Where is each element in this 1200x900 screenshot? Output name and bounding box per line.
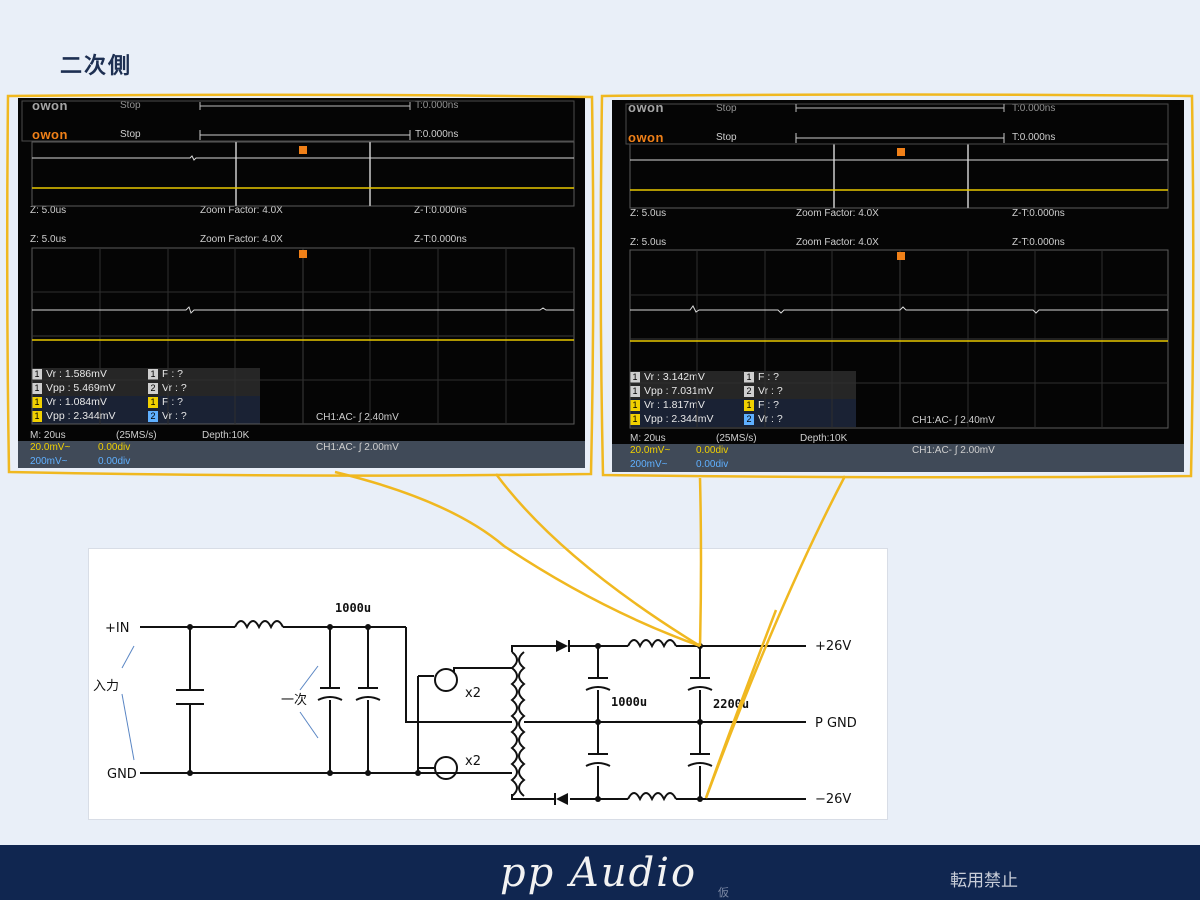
primary-label: 一次 (281, 693, 308, 708)
ch2-offset: 0.00div (98, 456, 131, 467)
scope-state: Stop (716, 103, 737, 114)
callout-frames (5, 93, 1195, 799)
zoom-window: Z: 5.0us (30, 205, 67, 216)
sample-rate: (25MS/s) (116, 430, 157, 441)
scope-state: Stop (716, 132, 737, 143)
ch1-scale: 20.0mV~ (30, 442, 71, 453)
zoom-factor: Zoom Factor: 4.0X (200, 205, 283, 216)
trigger-marker-left (299, 146, 307, 258)
scope-grid-left (31, 141, 575, 425)
trigger-info: CH1:AC- ∫ 2.00mV (316, 442, 399, 453)
scope-logo: owon (32, 98, 68, 113)
z-time: Z-T:0.000ns (414, 205, 467, 216)
channel-info-strip (18, 441, 585, 468)
trigger-marker-right (897, 148, 905, 260)
timebase: M: 20us (30, 430, 66, 441)
ch2-scale: 200mV~ (630, 459, 668, 470)
ch2-trace-left (32, 306, 574, 314)
cap-secondary-label: 1000u (611, 695, 648, 709)
scope-header-bars-right (625, 103, 1169, 145)
ch1-scale: 20.0mV~ (630, 445, 671, 456)
schematic-panel: +IN GND 入力 一次 1000u 1000u 2200u x2 x2 +2… (88, 548, 888, 820)
output-negative-label: −26V (815, 792, 852, 807)
scope-logo: owon (32, 127, 68, 142)
page-heading: 二次側 (60, 54, 133, 79)
ch1-offset: 0.00div (696, 445, 729, 456)
scope-trigger-time: T:0.000ns (415, 129, 459, 140)
transistor-multiplier: x2 (465, 754, 481, 769)
zoom-window: Z: 5.0us (630, 237, 667, 248)
ch2-trace-left (32, 155, 574, 161)
schematic-diodes (554, 640, 570, 805)
brand-logo-text: pp Audio (500, 850, 698, 896)
trigger-info: CH1:AC- ∫ 2.40mV (316, 412, 399, 423)
zoom-window: Z: 5.0us (30, 234, 67, 245)
sample-rate: (25MS/s) (716, 433, 757, 444)
timebase: M: 20us (630, 433, 666, 444)
z-time: Z-T:0.000ns (1012, 208, 1065, 219)
output-positive-label: +26V (815, 639, 852, 654)
zoom-window: Z: 5.0us (630, 208, 667, 219)
footer-bar (0, 845, 1200, 900)
zoom-factor: Zoom Factor: 4.0X (796, 208, 879, 219)
scope-state: Stop (120, 100, 141, 111)
scope-trigger-time: T:0.000ns (1012, 132, 1056, 143)
trigger-info: CH1:AC- ∫ 2.40mV (912, 415, 995, 426)
z-time: Z-T:0.000ns (1012, 237, 1065, 248)
ch1-offset: 0.00div (98, 442, 131, 453)
channel-info-strip (612, 444, 1184, 472)
scope-trigger-time: T:0.000ns (415, 100, 459, 111)
memory-depth: Depth:10K (202, 430, 250, 441)
scope-logo: owon (628, 130, 664, 145)
scope-grid-right (629, 143, 1169, 429)
trigger-info: CH1:AC- ∫ 2.00mV (912, 445, 995, 456)
zoom-factor: Zoom Factor: 4.0X (200, 234, 283, 245)
transistor-multiplier: x2 (465, 686, 481, 701)
input-label: 入力 (93, 679, 120, 694)
zoom-factor: Zoom Factor: 4.0X (796, 237, 879, 248)
brand-note: 仮 (718, 886, 729, 899)
scope-screenshot-left: owon Stop T:0.000ns owon Stop T:0.000ns … (18, 98, 585, 468)
z-time: Z-T:0.000ns (414, 234, 467, 245)
scope-screenshot-right: owon Stop T:0.000ns owon Stop T:0.000ns … (612, 100, 1184, 472)
ch2-offset: 0.00div (696, 459, 729, 470)
no-reuse-notice: 転用禁止 (950, 871, 1018, 891)
output-gnd-label: P GND (815, 716, 857, 731)
memory-depth: Depth:10K (800, 433, 848, 444)
annotation-arrows (121, 645, 319, 761)
ch2-trace-right (630, 305, 1168, 314)
scope-state: Stop (120, 129, 141, 140)
ch2-scale: 200mV~ (30, 456, 68, 467)
cap-primary-label: 1000u (335, 601, 372, 615)
schematic-wiring (140, 620, 806, 802)
gnd-label: GND (107, 767, 137, 782)
scope-header-bars-left (21, 100, 575, 142)
scope-trigger-time: T:0.000ns (1012, 103, 1056, 114)
in-plus-label: +IN (105, 621, 130, 636)
schematic-junctions (187, 624, 703, 802)
